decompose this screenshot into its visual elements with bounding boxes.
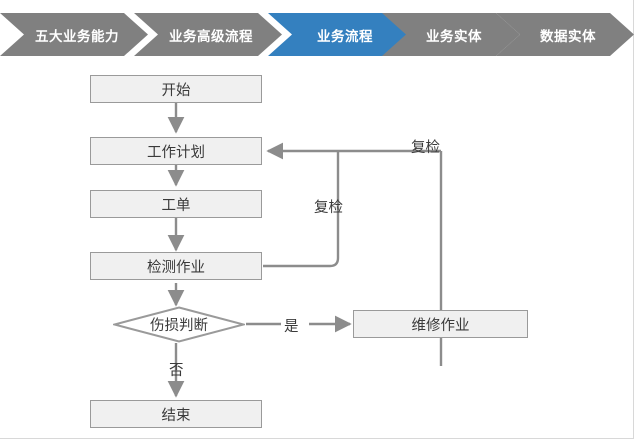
edge-label-yes: 是 <box>284 319 299 335</box>
node-workorder[interactable]: 工单 <box>90 190 262 218</box>
node-start-label: 开始 <box>161 82 191 99</box>
node-decision[interactable]: 伤损判断 <box>113 306 245 343</box>
node-start[interactable]: 开始 <box>90 75 262 103</box>
breadcrumb-item-0[interactable]: 五大业务能力 <box>0 13 148 56</box>
node-workorder-label: 工单 <box>161 197 191 214</box>
breadcrumb: 五大业务能力 业务高级流程 业务流程 业务实体 数据实体 <box>0 13 634 56</box>
breadcrumb-item-1-label: 业务高级流程 <box>169 28 253 44</box>
node-inspect-label: 检测作业 <box>147 259 205 276</box>
node-end-label: 结束 <box>161 407 191 424</box>
edge-label-no: 否 <box>169 363 184 379</box>
node-decision-label: 伤损判断 <box>150 318 208 334</box>
node-workplan-label: 工作计划 <box>147 144 205 161</box>
edge-recheck-inner <box>263 151 340 268</box>
breadcrumb-item-1[interactable]: 业务高级流程 <box>134 13 282 56</box>
breadcrumb-item-3-label: 业务实体 <box>426 28 482 44</box>
flowchart: 开始 工作计划 工单 检测作业 伤损判断 维修作业 结束 复检 复检 <box>0 56 634 439</box>
node-repair[interactable]: 维修作业 <box>353 310 528 338</box>
edge-label-recheck-outer: 复检 <box>411 140 440 156</box>
diamond-shape <box>113 306 245 343</box>
node-inspect[interactable]: 检测作业 <box>90 252 262 280</box>
flowchart-connectors <box>167 102 443 398</box>
breadcrumb-item-2-label: 业务流程 <box>317 28 373 44</box>
node-workplan[interactable]: 工作计划 <box>90 137 262 165</box>
node-end[interactable]: 结束 <box>90 400 262 428</box>
breadcrumb-item-0-label: 五大业务能力 <box>35 28 119 44</box>
breadcrumb-item-4-label: 数据实体 <box>540 28 596 44</box>
node-repair-label: 维修作业 <box>411 317 470 334</box>
edge-label-recheck-inner: 复检 <box>314 200 343 216</box>
